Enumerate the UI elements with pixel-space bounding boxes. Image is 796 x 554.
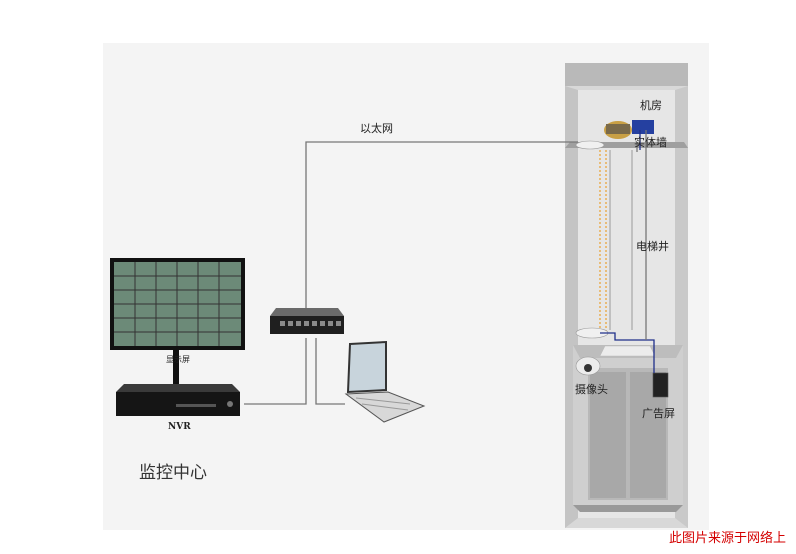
elevator-icon — [565, 63, 688, 528]
camera-icon — [575, 356, 601, 376]
shaft-label: 电梯井 — [636, 240, 669, 253]
ad-screen-icon — [652, 372, 669, 398]
image-source-note: 此图片来源于网络上 — [668, 531, 786, 546]
machine-room-label: 机房 — [640, 99, 662, 112]
laptop-icon — [344, 340, 426, 423]
switch-icon — [270, 308, 344, 334]
ad-screen-label: 广告屏 — [642, 407, 675, 420]
monitoring-center-label: 监控中心 — [139, 463, 207, 483]
monitor-label: 显示屏 — [166, 355, 190, 364]
ethernet-label: 以太网 — [360, 122, 393, 135]
camera-label: 摄像头 — [575, 383, 608, 396]
nvr-icon — [116, 384, 240, 416]
monitor-icon — [110, 258, 245, 384]
machine-room-equipment-icon — [604, 120, 654, 139]
solid-wall-label: 实体墙 — [634, 136, 667, 149]
nvr-label: NVR — [168, 422, 191, 432]
access-point-icon — [575, 140, 609, 339]
ethernet-links — [244, 130, 655, 405]
